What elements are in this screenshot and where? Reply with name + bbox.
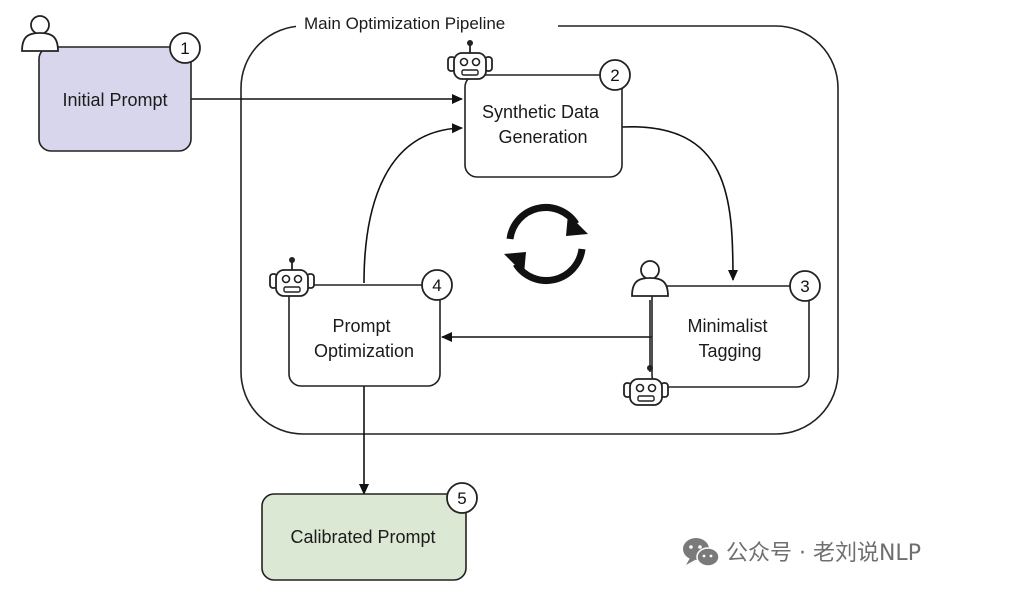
watermark-text: 公众号 · 老刘说NLP xyxy=(726,541,921,566)
badge-4-text: 4 xyxy=(432,276,441,295)
badge-2-text: 2 xyxy=(610,66,619,85)
badge-3: 3 xyxy=(789,270,821,302)
badge-4: 4 xyxy=(421,269,453,301)
wechat-icon xyxy=(683,538,720,567)
node-prompt-optimization: Prompt Optimization 4 xyxy=(269,257,453,387)
badge-1: 1 xyxy=(169,32,201,64)
pipeline-group-label: Main Optimization Pipeline xyxy=(304,14,505,33)
node-tagging-box xyxy=(651,285,810,388)
node-calibrated-label: Calibrated Prompt xyxy=(290,527,435,547)
robot-icon xyxy=(623,378,669,406)
person-icon xyxy=(631,260,669,297)
node-calibrated-box xyxy=(261,493,467,581)
node-minimalist-tagging: Minimalist Tagging 3 xyxy=(623,260,821,406)
node-synthetic-box xyxy=(464,74,623,178)
pipeline-group: Main Optimization Pipeline xyxy=(240,12,839,435)
node-initial-box xyxy=(38,46,192,152)
person-icon xyxy=(21,15,59,52)
watermark: 公众号 · 老刘说NLP xyxy=(683,538,921,567)
robot-icon xyxy=(447,40,493,80)
node-optimization-label: Prompt Optimization xyxy=(314,316,414,361)
edge-optimization-to-synthetic xyxy=(363,123,463,284)
refresh-cycle-icon xyxy=(504,204,588,284)
badge-5: 5 xyxy=(446,482,478,514)
node-tagging-label: Minimalist Tagging xyxy=(687,316,772,361)
node-synthetic-data-generation: Synthetic Data Generation 2 xyxy=(447,40,631,178)
badge-3-text: 3 xyxy=(800,277,809,296)
badge-2: 2 xyxy=(599,59,631,91)
robot-icon xyxy=(269,257,315,297)
node-calibrated-prompt: Calibrated Prompt 5 xyxy=(261,482,478,581)
node-optimization-box xyxy=(288,284,441,387)
badge-1-text: 1 xyxy=(180,39,189,58)
edge-synthetic-to-tagging xyxy=(621,126,738,281)
node-initial-prompt: Initial Prompt 1 xyxy=(21,15,201,152)
badge-5-text: 5 xyxy=(457,489,466,508)
node-initial-label: Initial Prompt xyxy=(62,90,167,110)
edges xyxy=(191,94,738,495)
node-synthetic-label: Synthetic Data Generation xyxy=(482,102,604,147)
